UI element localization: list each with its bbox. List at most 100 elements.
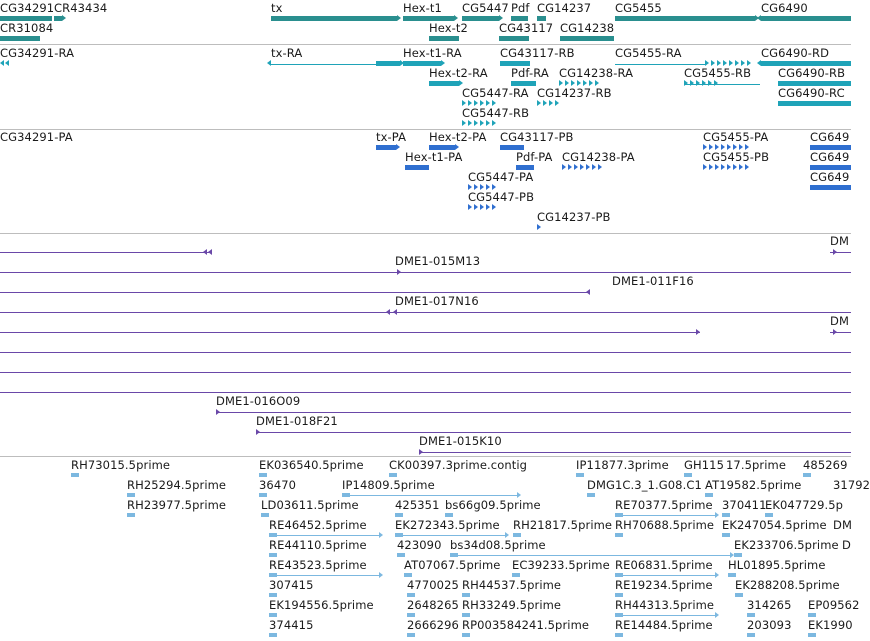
gene-span-bar[interactable]	[454, 15, 458, 21]
transcript-feature[interactable]	[462, 100, 466, 106]
clone-feature[interactable]	[208, 249, 212, 255]
ests-label[interactable]: bs34d08.5prime	[450, 538, 546, 552]
ests-label[interactable]: AT07067.5prime	[404, 558, 501, 572]
transcript-feature[interactable]	[474, 100, 478, 106]
ests-label[interactable]: EK272343.5prime	[395, 518, 500, 532]
gene-span-bar[interactable]	[560, 36, 614, 41]
transcript-feature[interactable]	[403, 61, 441, 66]
transcript-feature[interactable]	[615, 64, 705, 65]
est-feature[interactable]	[808, 613, 816, 617]
clone-feature[interactable]	[830, 252, 851, 253]
proteins-label[interactable]: CG5455-PB	[703, 150, 770, 164]
proteins-label[interactable]: CG5455-PA	[703, 130, 769, 144]
protein-feature[interactable]	[562, 164, 566, 170]
est-feature[interactable]	[705, 493, 713, 497]
gene-span-label[interactable]: CG5455	[615, 1, 662, 15]
gene-span-bar[interactable]	[462, 16, 499, 21]
transcript-feature[interactable]	[549, 100, 553, 106]
transcript-feature[interactable]	[559, 80, 563, 86]
est-feature[interactable]	[127, 513, 135, 517]
ests-label[interactable]: AT19582.5prime	[705, 478, 802, 492]
proteins-label[interactable]: CG649	[810, 130, 850, 144]
transcript-feature[interactable]	[5, 60, 9, 66]
est-feature[interactable]	[269, 573, 277, 577]
transcript-feature[interactable]	[577, 80, 581, 86]
ests-label[interactable]: RP003584241.5prime	[462, 618, 590, 632]
ests-label[interactable]: RE43523.5prime	[269, 558, 367, 572]
ests-label[interactable]: EP09562	[808, 598, 860, 612]
ests-label[interactable]: IP11877.3prime	[576, 458, 669, 472]
ests-label[interactable]: RH73015.5prime	[71, 458, 171, 472]
est-feature[interactable]	[395, 533, 403, 537]
est-feature[interactable]	[734, 553, 742, 557]
transcript-feature[interactable]	[717, 60, 721, 66]
ests-label[interactable]: 203093	[747, 618, 792, 632]
transcript-feature[interactable]	[696, 80, 700, 86]
protein-feature[interactable]	[480, 184, 484, 190]
est-feature[interactable]	[615, 615, 715, 616]
ests-label[interactable]: 370411	[722, 498, 767, 512]
gene-span-label[interactable]: CG14237	[537, 1, 592, 15]
transcripts-label[interactable]: CG34291-RA	[0, 46, 75, 60]
est-feature[interactable]	[395, 513, 403, 517]
clone-feature[interactable]	[386, 309, 390, 315]
ests-label[interactable]: EK288208.5prime	[735, 578, 840, 592]
clone-feature[interactable]	[216, 412, 851, 413]
est-feature[interactable]	[615, 533, 623, 537]
est-feature[interactable]	[808, 633, 816, 637]
clone-feature[interactable]	[0, 292, 590, 293]
protein-feature[interactable]	[405, 165, 429, 170]
est-feature[interactable]	[259, 493, 267, 497]
ests-label[interactable]: GH115	[684, 458, 725, 472]
protein-feature[interactable]	[396, 144, 400, 150]
est-feature[interactable]	[269, 613, 277, 617]
protein-feature[interactable]	[376, 145, 396, 150]
transcript-feature[interactable]	[757, 60, 761, 66]
ests-label[interactable]: D	[842, 538, 851, 552]
ests-label[interactable]: DM	[833, 518, 852, 532]
est-feature[interactable]	[747, 613, 755, 617]
proteins-label[interactable]: Hex-t1-PA	[405, 150, 463, 164]
clones-label[interactable]: DME1-017N16	[395, 294, 479, 308]
ests-label[interactable]: RE06831.5prime	[615, 558, 713, 572]
gene-span-label[interactable]: CG14238	[560, 21, 615, 35]
est-feature[interactable]	[576, 473, 584, 477]
ests-label[interactable]: 423090	[397, 538, 442, 552]
clone-feature[interactable]	[0, 372, 851, 373]
ests-label[interactable]: CK00397.3prime.contig	[389, 458, 528, 472]
ests-label[interactable]: EK194556.5prime	[269, 598, 374, 612]
gene-span-bar[interactable]	[403, 16, 454, 21]
ests-label[interactable]: EK047729.5p	[765, 498, 844, 512]
transcript-feature[interactable]	[595, 80, 599, 86]
protein-feature[interactable]	[810, 165, 851, 170]
protein-feature[interactable]	[733, 144, 737, 150]
est-feature[interactable]	[512, 573, 520, 577]
transcript-feature[interactable]	[480, 100, 484, 106]
ests-label[interactable]: RE14484.5prime	[615, 618, 713, 632]
clone-feature[interactable]	[0, 252, 210, 253]
transcript-feature[interactable]	[492, 100, 496, 106]
est-feature[interactable]	[462, 593, 470, 597]
transcripts-label[interactable]: Hex-t2-RA	[429, 66, 488, 80]
protein-feature[interactable]	[745, 144, 749, 150]
transcript-feature[interactable]	[714, 80, 718, 86]
est-feature[interactable]	[71, 473, 79, 477]
est-feature[interactable]	[728, 573, 736, 577]
gene-span-bar[interactable]	[499, 15, 503, 21]
transcript-feature[interactable]	[468, 100, 472, 106]
transcript-feature[interactable]	[708, 80, 712, 86]
est-feature[interactable]	[505, 532, 509, 538]
clone-feature[interactable]	[256, 432, 851, 433]
proteins-label[interactable]: CG43117-PB	[500, 130, 574, 144]
est-feature[interactable]	[615, 633, 623, 637]
clone-feature[interactable]	[586, 289, 590, 295]
transcript-feature[interactable]	[571, 80, 575, 86]
transcript-feature[interactable]	[492, 120, 496, 126]
clone-feature[interactable]	[0, 352, 851, 353]
est-feature[interactable]	[747, 633, 755, 637]
protein-feature[interactable]	[455, 144, 459, 150]
proteins-label[interactable]: CG14238-PA	[562, 150, 635, 164]
est-feature[interactable]	[269, 593, 277, 597]
protein-feature[interactable]	[568, 164, 572, 170]
protein-feature[interactable]	[715, 164, 719, 170]
